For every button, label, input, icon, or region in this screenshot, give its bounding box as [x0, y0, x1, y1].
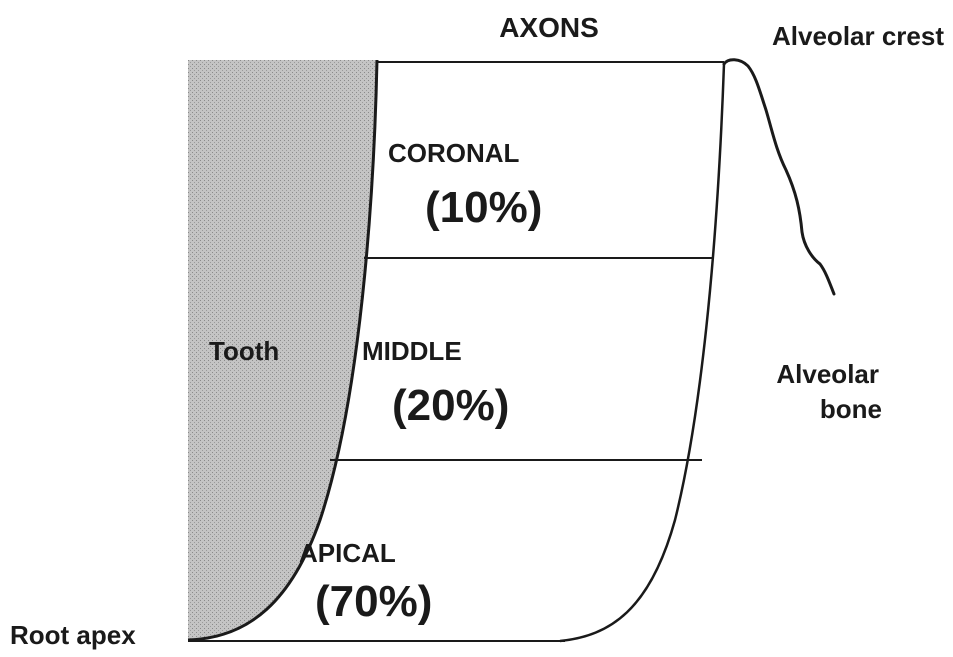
alveolar-crest-label: Alveolar crest: [772, 21, 944, 51]
region-middle-name: MIDDLE: [362, 336, 462, 366]
alveolar-crest-outline: [724, 60, 834, 294]
region-apical-percent: (70%): [315, 577, 432, 626]
alveolar-bone-label-line1: Alveolar: [776, 359, 879, 389]
tooth-label: Tooth: [209, 336, 279, 366]
region-middle-percent: (20%): [392, 381, 509, 430]
region-coronal-name: CORONAL: [388, 138, 520, 168]
axons-title: AXONS: [499, 12, 599, 43]
socket-wall-line: [560, 64, 724, 641]
region-apical-name: APICAL: [299, 538, 396, 568]
root-apex-label: Root apex: [10, 620, 136, 650]
alveolar-bone-label-line2: bone: [820, 394, 882, 424]
region-coronal-percent: (10%): [425, 183, 542, 232]
